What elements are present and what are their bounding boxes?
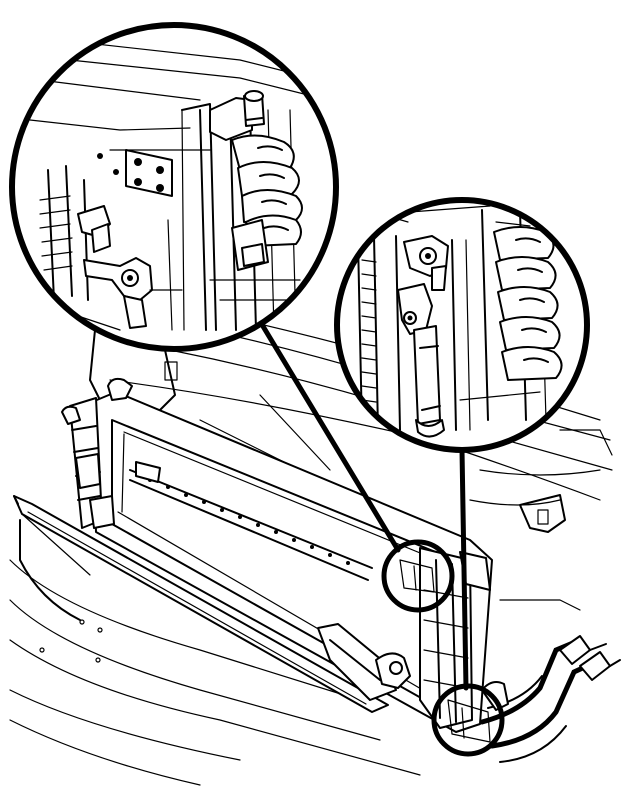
leader-lines xyxy=(255,315,469,691)
detail-view-a xyxy=(9,22,339,352)
vehicle-body-structure xyxy=(9,299,613,786)
ac-refrigerant-lines xyxy=(479,635,621,763)
detail-view-b xyxy=(334,197,590,453)
radiator-condenser-assembly xyxy=(61,377,493,733)
detail-marker-upper xyxy=(381,539,455,613)
baffle-rivets xyxy=(148,478,350,565)
air-deflector-panel xyxy=(13,495,389,713)
